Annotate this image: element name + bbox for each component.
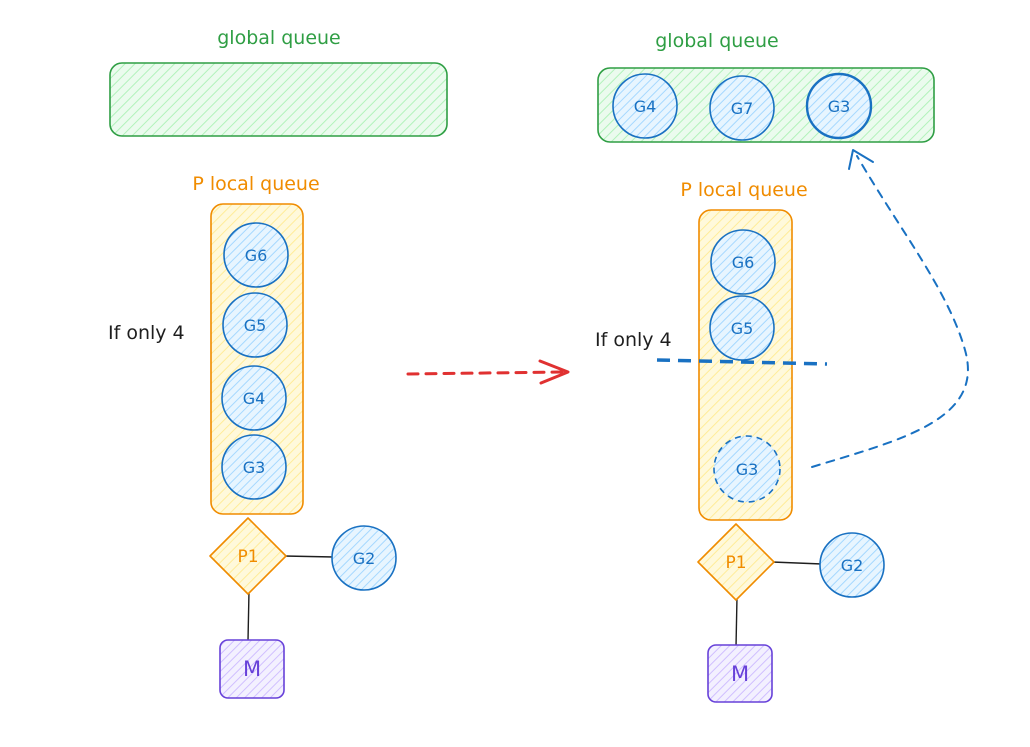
transition-arrow <box>406 359 570 385</box>
left-processor-p1: P1 <box>209 517 287 595</box>
left-goroutine-g6: G6 <box>223 222 289 288</box>
right-moved-g3-label: G3 <box>736 460 759 479</box>
right-global-g3-label: G3 <box>828 97 851 116</box>
left-note: If only 4 <box>108 322 185 344</box>
right-local-queue <box>698 209 793 521</box>
right-global-queue-label: global queue <box>655 30 779 52</box>
right-global-goroutine-g4: G4 <box>612 73 678 139</box>
left-goroutine-g2: G2 <box>331 525 397 591</box>
left-goroutine-g4: G4 <box>221 365 287 431</box>
right-global-g7-label: G7 <box>731 99 754 118</box>
right-goroutine-g5-label: G5 <box>731 319 754 338</box>
left-local-queue <box>210 203 304 515</box>
move-to-global-arrow <box>811 149 969 468</box>
right-local-queue-label: P local queue <box>680 179 807 201</box>
left-global-queue-label: global queue <box>217 27 341 49</box>
left-p-m-connector <box>247 590 250 642</box>
right-global-g4-label: G4 <box>634 97 657 116</box>
right-machine-m: M <box>707 644 773 703</box>
left-goroutine-g3-label: G3 <box>243 458 266 477</box>
right-goroutine-g6-label: G6 <box>732 253 755 272</box>
right-processor-label: P1 <box>725 553 746 573</box>
left-p-g-connector <box>283 555 335 558</box>
left-global-queue <box>109 62 448 137</box>
right-moved-goroutine-g3: G3 <box>713 435 781 503</box>
right-goroutine-g5: G5 <box>709 295 775 361</box>
left-processor-label: P1 <box>237 547 258 567</box>
right-goroutine-g6: G6 <box>710 229 776 295</box>
right-goroutine-g2-label: G2 <box>841 556 864 575</box>
right-processor-p1: P1 <box>697 523 775 601</box>
capacity-limit-line <box>656 358 828 366</box>
right-note: If only 4 <box>595 329 672 351</box>
right-global-goroutine-g7: G7 <box>709 75 775 141</box>
left-goroutine-g4-label: G4 <box>243 389 266 408</box>
right-machine-label: M <box>731 662 749 686</box>
left-local-queue-label: P local queue <box>192 173 319 195</box>
left-machine-m: M <box>219 639 285 699</box>
left-goroutine-g3: G3 <box>221 434 287 500</box>
right-p-m-connector <box>735 596 738 648</box>
left-goroutine-g6-label: G6 <box>245 246 268 265</box>
right-goroutine-g2: G2 <box>819 532 885 598</box>
left-goroutine-g5: G5 <box>222 292 288 358</box>
left-goroutine-g2-label: G2 <box>353 549 376 568</box>
left-goroutine-g5-label: G5 <box>244 316 267 335</box>
left-machine-label: M <box>243 657 261 681</box>
right-p-g-connector <box>771 561 823 565</box>
right-global-goroutine-g3: G3 <box>805 72 873 140</box>
